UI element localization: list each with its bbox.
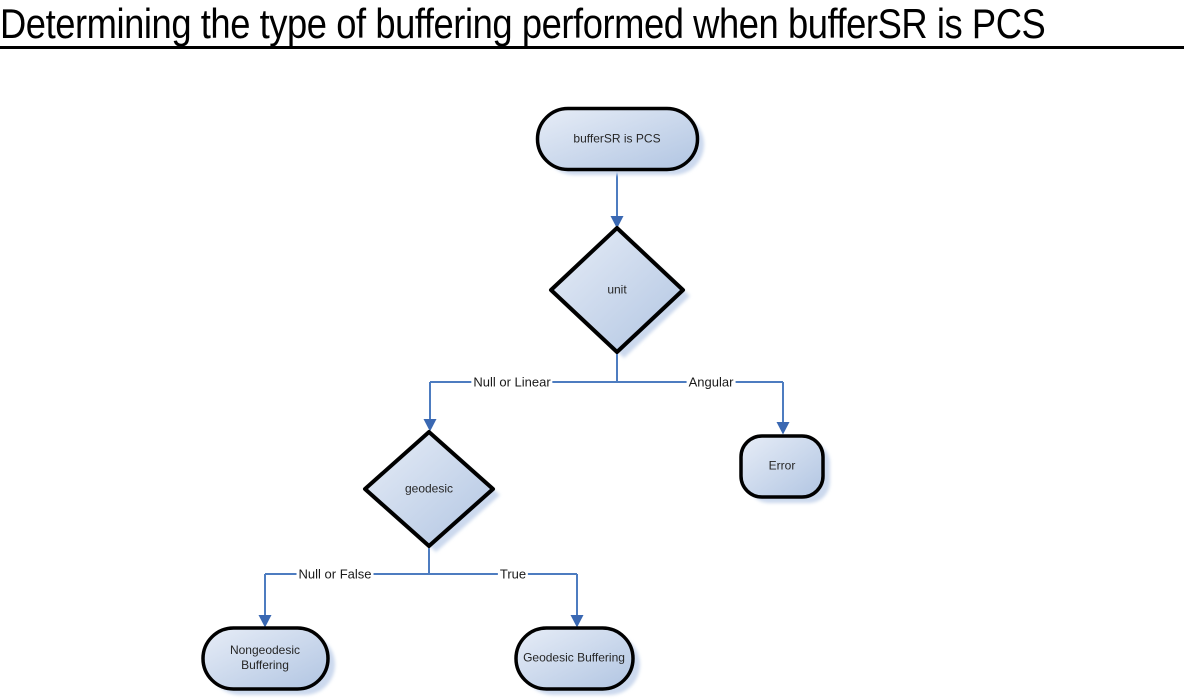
node-start-label: bufferSR is PCS: [573, 131, 661, 146]
node-shape: [739, 434, 825, 499]
node-geodesic-label: geodesic: [404, 481, 454, 496]
edge-start-to-unit: [610, 170, 624, 229]
node-error-label: Error: [768, 458, 796, 473]
edge-label-null-or-linear: Null or Linear: [471, 374, 553, 390]
node-shape: [535, 106, 700, 172]
arrowhead-icon: [570, 615, 584, 628]
edge-geodesic-branches: [258, 546, 584, 628]
node-shape: [201, 626, 330, 691]
node-shape: [514, 626, 635, 691]
arrowhead-icon: [776, 422, 790, 435]
node-geodesic: [363, 430, 500, 552]
arrowhead-icon: [610, 216, 624, 229]
node-unit-label: unit: [607, 282, 627, 297]
edge-label-true: True: [497, 566, 529, 582]
label-line-1: Nongeodesic: [229, 643, 301, 657]
node-nongeodesic-buffering: [201, 626, 335, 695]
arrowhead-icon: [423, 419, 437, 432]
node-error: [739, 434, 830, 503]
node-start: [535, 106, 704, 175]
node-geodesic-buffering-label: Geodesic Buffering: [523, 650, 625, 665]
page-title: Determining the type of buffering perfor…: [0, 0, 1184, 49]
edge-label-angular: Angular: [686, 374, 736, 390]
edge-unit-branches: [423, 352, 790, 435]
page-title-text: Determining the type of buffering perfor…: [0, 0, 1046, 47]
label-line-2: Buffering: [241, 658, 289, 672]
edge-label-null-or-false: Null or False: [296, 566, 374, 582]
node-shape: [549, 226, 685, 354]
node-unit: [549, 226, 690, 358]
node-geodesic-buffering: [514, 626, 640, 695]
arrowhead-icon: [258, 615, 272, 628]
node-shape: [363, 430, 495, 548]
